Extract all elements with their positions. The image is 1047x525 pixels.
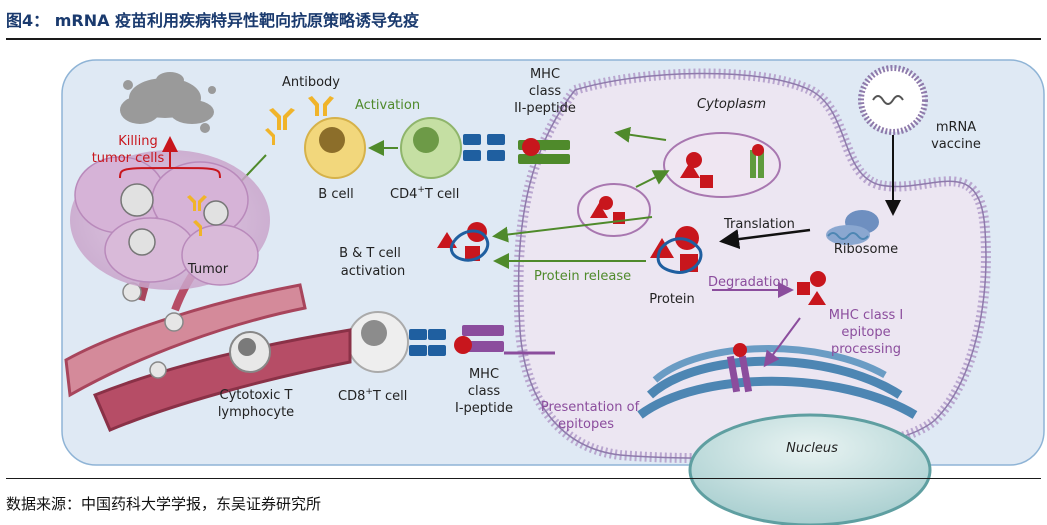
presentation-label-1: Presentation of <box>541 400 640 415</box>
mrna-vaccine-label-1: mRNA <box>936 120 976 135</box>
mhc1-processing-label-1: MHC class I <box>829 308 903 323</box>
mhc1-processing-label-3: processing <box>831 342 901 357</box>
antibody-icon <box>265 96 334 145</box>
nucleus <box>688 413 932 525</box>
cytoplasm-label: Cytoplasm <box>697 97 766 112</box>
degradation-label: Degradation <box>708 275 789 290</box>
presentation-label-2: epitopes <box>558 417 614 432</box>
cd8-t-cell-label: CD8+T cell <box>338 387 407 404</box>
cd8-tcr-receptor <box>409 329 446 356</box>
protein-icon <box>650 226 703 274</box>
mhc1-peptide-label-3: I-peptide <box>455 401 513 416</box>
bt-activation-label-1: B & T cell <box>339 246 401 261</box>
mhc1-peptide-label-2: class <box>468 384 500 399</box>
ribosome-icon <box>826 210 879 245</box>
cd4-t-cell-label: CD4+T cell <box>390 185 459 202</box>
figure-title: 图4： mRNA 疫苗利用疾病特异性靶向抗原策略诱导免疫 <box>6 11 420 30</box>
mhc1-in-er-icon <box>726 343 753 393</box>
figure-source: 数据来源：中国药科大学学报，东吴证券研究所 <box>6 495 322 513</box>
dead-tumor-debris <box>120 72 216 133</box>
mhc1-peptide-label-1: MHC <box>469 367 499 382</box>
mrna-vaccine-label-2: vaccine <box>931 137 981 152</box>
degraded-peptides-icon <box>797 271 826 305</box>
nucleus-label: Nucleus <box>786 441 838 456</box>
cytotoxic-t-lymphocyte <box>229 331 271 373</box>
endosome-vesicle <box>577 183 651 237</box>
cd4-t-cell <box>400 117 462 179</box>
released-protein-icon <box>437 222 490 262</box>
ctl-label-2: lymphocyte <box>218 405 294 420</box>
protein-label: Protein <box>649 292 695 307</box>
bottom-rule <box>6 478 1041 479</box>
bt-activation-label-2: activation <box>341 264 405 279</box>
mhc1-processing-label-2: epitope <box>841 325 890 340</box>
mhc2-label-1: MHC <box>530 67 560 82</box>
antibody-on-tumor-icon <box>187 195 207 236</box>
tumor-nucleus <box>120 183 154 217</box>
protein-release-label: Protein release <box>534 269 631 284</box>
mhc1-peptide-complex <box>454 325 555 355</box>
tumor-mass <box>70 150 270 290</box>
ribosome-label: Ribosome <box>834 242 898 257</box>
mhc2-peptide-complex <box>518 138 570 164</box>
cd8-t-cell <box>347 311 409 373</box>
top-rule <box>6 38 1041 40</box>
mhc2-label-2: class <box>529 84 561 99</box>
b-cell-label: B cell <box>318 187 353 202</box>
activation-label: Activation <box>355 98 420 113</box>
translation-label: Translation <box>723 217 795 232</box>
cd4-tcr-receptor <box>463 134 505 161</box>
killing-label-2: tumor cells <box>92 151 165 166</box>
mrna-vaccine-icon <box>858 65 928 135</box>
killing-label-1: Killing <box>118 134 157 149</box>
tumor-label: Tumor <box>187 262 229 277</box>
b-cell <box>304 117 366 179</box>
mhc2-vesicle <box>663 132 781 198</box>
ctl-label-1: Cytotoxic T <box>220 388 293 403</box>
mhc2-label-3: II-peptide <box>514 101 576 116</box>
antibody-label: Antibody <box>282 75 340 90</box>
